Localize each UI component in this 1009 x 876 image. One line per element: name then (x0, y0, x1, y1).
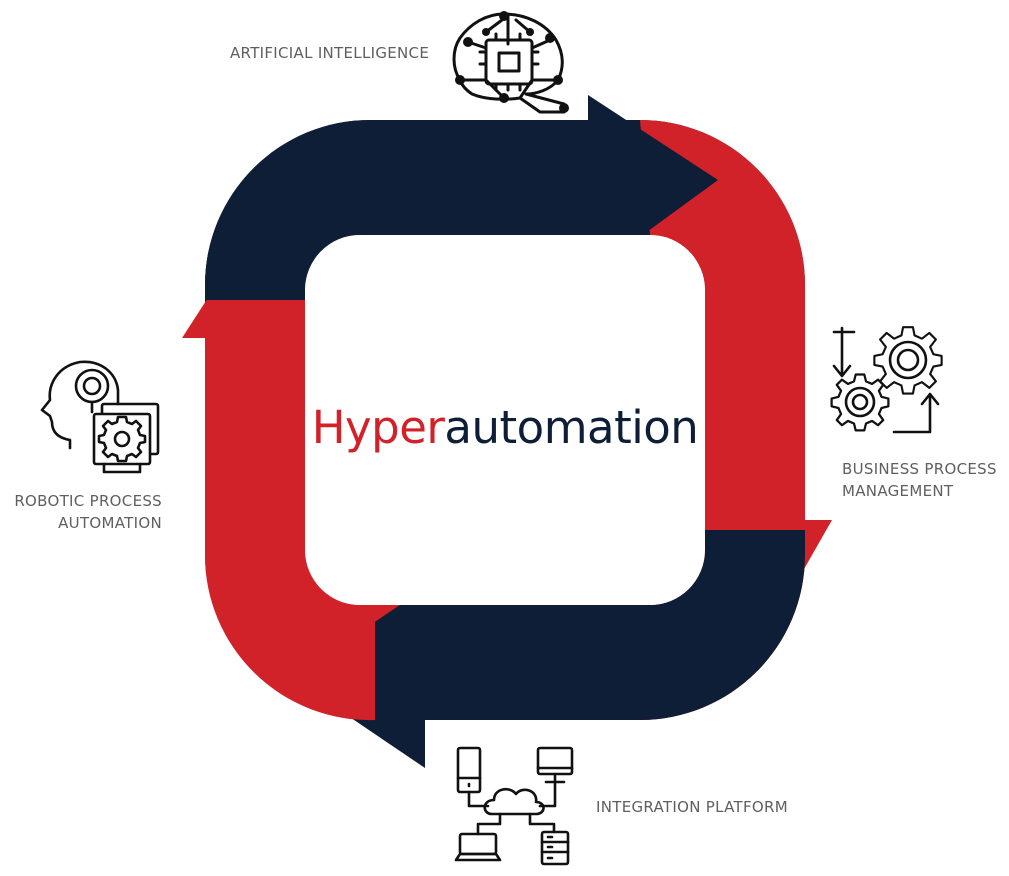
node-label-rpa: ROBOTIC PROCESS AUTOMATION (6, 490, 162, 534)
title-part-automation: automation (444, 401, 699, 454)
title-part-hyper: Hyper (311, 401, 445, 454)
label-line: ROBOTIC PROCESS (14, 492, 162, 510)
diagram-title: Hyperautomation (300, 398, 710, 458)
inner-plate (305, 235, 705, 605)
node-label-ip: INTEGRATION PLATFORM (596, 796, 788, 818)
label-line: BUSINESS PROCESS (842, 460, 997, 478)
node-label-ai: ARTIFICIAL INTELLIGENCE (230, 42, 429, 64)
gears-cycle-icon (826, 320, 950, 438)
cloud-network-icon (452, 742, 578, 868)
label-line: ARTIFICIAL INTELLIGENCE (230, 44, 430, 62)
arrow-bottom-navy (292, 530, 805, 768)
ai-brain-chip-icon (446, 8, 572, 118)
node-label-bpm: BUSINESS PROCESS MANAGEMENT (842, 458, 997, 502)
label-line: INTEGRATION PLATFORM (596, 798, 789, 816)
label-line: MANAGEMENT (842, 482, 954, 500)
label-line: AUTOMATION (58, 514, 162, 532)
robot-head-gear-icon (34, 356, 166, 474)
